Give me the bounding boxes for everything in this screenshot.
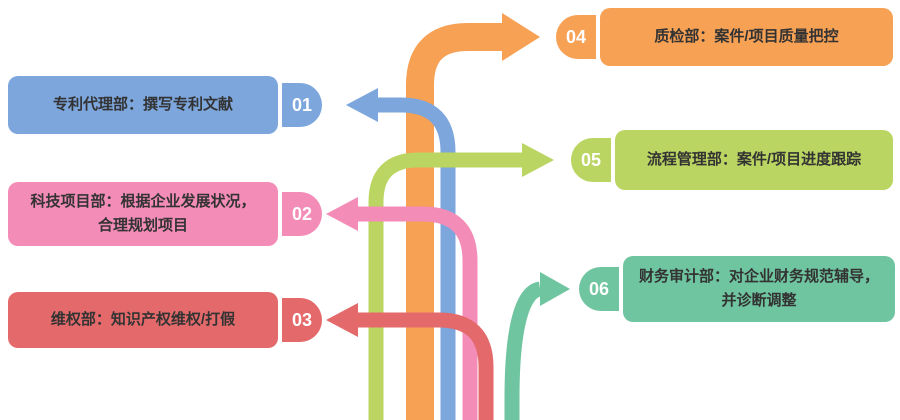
arrow-head-05 — [522, 143, 554, 177]
dept-box-02: 科技项目部：根据企业发展状况， 合理规划项目 — [8, 182, 278, 246]
dept-box-04: 质检部：案件/项目质量把控 — [600, 8, 893, 66]
dept-number-05: 05 — [571, 138, 611, 182]
arrow-shaft-06 — [504, 281, 543, 420]
arrow-shaft-04 — [406, 23, 502, 420]
dept-box-05: 流程管理部：案件/项目进度跟踪 — [615, 130, 893, 190]
dept-box-06: 财务审计部：对企业财务规范辅导， 并诊断调整 — [623, 256, 895, 322]
arrow-head-04 — [502, 13, 540, 61]
dept-number-06: 06 — [579, 267, 619, 311]
arrow-head-06 — [540, 272, 570, 306]
dept-box-03: 维权部：知识产权维权/打假 — [8, 292, 278, 348]
dept-number-02: 02 — [282, 192, 322, 236]
dept-label-04: 质检部：案件/项目质量把控 — [654, 28, 839, 45]
dept-label-01: 专利代理部：撰写专利文献 — [52, 96, 233, 113]
arrow-shaft-05 — [368, 152, 522, 420]
arrow-head-03 — [326, 303, 358, 337]
arrow-head-01 — [346, 88, 378, 122]
dept-label-05: 流程管理部：案件/项目进度跟踪 — [646, 151, 862, 168]
arrow-shaft-02 — [358, 206, 478, 420]
arrow-shaft-03 — [358, 312, 494, 420]
dept-label-03: 维权部：知识产权维权/打假 — [50, 311, 236, 328]
dept-label-06-line1: 财务审计部：对企业财务规范辅导， — [638, 268, 879, 285]
dept-label-02-line1: 科技项目部：根据企业发展状况， — [30, 193, 256, 210]
dept-box-01: 专利代理部：撰写专利文献 — [8, 76, 278, 134]
dept-number-03: 03 — [282, 298, 322, 342]
arrow-head-02 — [326, 197, 358, 231]
dept-number-01: 01 — [282, 83, 322, 127]
dept-number-04: 04 — [556, 15, 596, 59]
dept-label-06-line2: 并诊断调整 — [721, 292, 797, 309]
dept-label-02-line2: 合理规划项目 — [97, 217, 188, 234]
arrow-shaft-01 — [378, 97, 456, 420]
